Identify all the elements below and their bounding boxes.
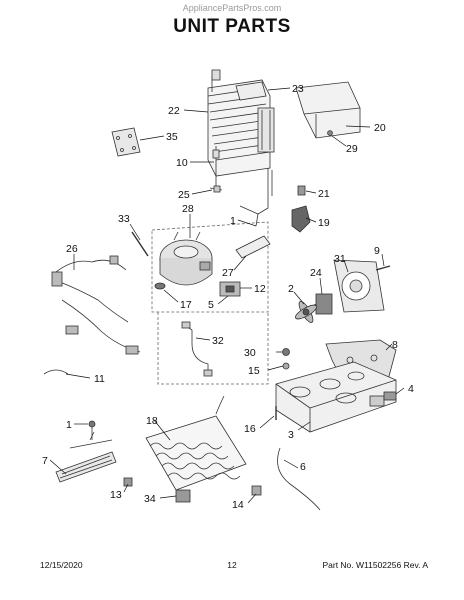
part-11-wire (43, 369, 69, 375)
callout-29: 29 (346, 143, 358, 155)
callout-20: 20 (374, 122, 386, 134)
condenser-coil (207, 69, 275, 177)
callout-3: 3 (288, 429, 294, 441)
part-4-roller (383, 391, 397, 401)
callout-8: 8 (392, 339, 398, 351)
part-33-screw (131, 231, 149, 257)
part-2-fan-blade (295, 301, 317, 323)
callout-2: 2 (288, 283, 294, 295)
part-12-relay (219, 281, 241, 297)
part-10-tube (212, 146, 220, 186)
callout-30: 30 (244, 347, 256, 359)
callout-14: 14 (232, 499, 244, 511)
callout-22: 22 (168, 105, 180, 117)
part-25-clip (209, 185, 223, 193)
callout-12: 12 (254, 283, 266, 295)
callout-25: 25 (178, 189, 190, 201)
callout-13: 13 (110, 489, 122, 501)
part-23-bracket (235, 81, 267, 101)
part-35-pad (111, 127, 141, 157)
callout-19: 19 (318, 217, 330, 229)
part-26-wire-harness (51, 255, 141, 355)
part-27-tube (235, 235, 271, 259)
part-1-screw-lower (88, 420, 96, 428)
part-34-grommet (175, 489, 191, 503)
part-15-grommet (282, 362, 290, 370)
part-30-grommet (282, 348, 290, 356)
callout-24: 24 (310, 267, 322, 279)
callout-34: 34 (144, 493, 156, 505)
refrigerant-tubing-upper (239, 168, 273, 227)
callout-15: 15 (248, 365, 260, 377)
callout-17: 17 (180, 299, 192, 311)
part-31-fan-shroud (333, 259, 385, 313)
callout-4: 4 (408, 383, 414, 395)
callout-21: 21 (318, 188, 330, 200)
part-20-duct (295, 81, 361, 139)
footer-date: 12/15/2020 (40, 560, 83, 570)
callout-31: 31 (334, 253, 346, 265)
part-24-fan-motor (305, 293, 333, 315)
callout-23: 23 (292, 83, 304, 95)
leader-lines (49, 87, 405, 504)
part-18-evaporator-coil (145, 395, 247, 491)
part-7-heater (55, 420, 117, 483)
callout-labels: 23 22 20 29 35 10 25 21 19 1 28 33 26 27… (42, 83, 414, 511)
callout-33: 33 (118, 213, 130, 225)
callout-9: 9 (374, 245, 380, 257)
part-14-clamp (251, 485, 262, 496)
callout-11: 11 (94, 373, 105, 385)
callout-6: 6 (300, 461, 306, 473)
callout-16: 16 (244, 423, 256, 435)
part-17-grommet (154, 282, 166, 290)
footer-page-number: 12 (227, 560, 237, 570)
callout-26: 26 (66, 243, 78, 255)
part-13-clip (123, 477, 133, 487)
callout-32: 32 (212, 335, 224, 347)
callout-10: 10 (176, 157, 188, 169)
compressor (159, 231, 213, 286)
part-9-screw (375, 265, 391, 271)
part-3-base-pan (275, 361, 397, 433)
callout-28: 28 (182, 203, 194, 215)
part-21-grommet (297, 185, 306, 196)
callout-35: 35 (166, 131, 178, 143)
callout-27: 27 (222, 267, 234, 279)
footer-part-number: Part No. W11502256 Rev. A (322, 560, 428, 570)
part-29-screw (327, 130, 333, 136)
part-19-bracket (291, 205, 311, 233)
page-title: UNIT PARTS (173, 16, 291, 37)
callout-1: 1 (230, 215, 236, 227)
callout-1-lower: 1 (66, 419, 72, 431)
part-6-drain-tube (277, 447, 321, 511)
callout-18: 18 (146, 415, 158, 427)
watermark: AppliancePartsPros.com (182, 3, 282, 13)
callout-7: 7 (42, 455, 48, 467)
callout-5: 5 (208, 299, 214, 311)
compressor-enclosure-outline (151, 221, 269, 385)
part-32-tube (181, 321, 213, 377)
